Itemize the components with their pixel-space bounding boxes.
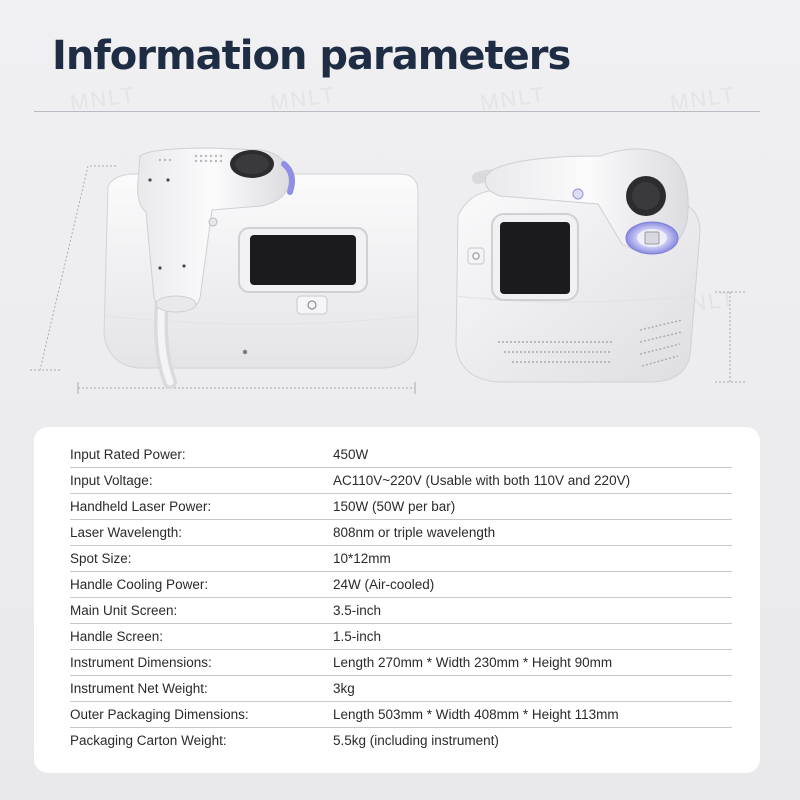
spec-value: AC110V~220V (Usable with both 110V and 2…	[333, 473, 631, 488]
spec-row: Main Unit Screen: 3.5-inch	[70, 598, 732, 624]
spec-row: Handheld Laser Power: 150W (50W per bar)	[70, 494, 732, 520]
spec-row: Handle Cooling Power: 24W (Air-cooled)	[70, 572, 732, 598]
spec-row: Laser Wavelength: 808nm or triple wavele…	[70, 520, 732, 546]
dimension-lines-left	[30, 165, 415, 389]
spec-table: Input Rated Power: 450W Input Voltage: A…	[70, 442, 732, 753]
spec-row: Outer Packaging Dimensions: Length 503mm…	[70, 702, 732, 728]
spec-row: Packaging Carton Weight: 5.5kg (includin…	[70, 728, 732, 753]
spec-label: Input Voltage:	[70, 473, 153, 488]
spec-value: 10*12mm	[333, 551, 391, 566]
spec-label: Input Rated Power:	[70, 447, 186, 462]
spec-value: 1.5-inch	[333, 629, 382, 644]
spec-label: Handle Cooling Power:	[70, 577, 209, 592]
spec-row: Input Rated Power: 450W	[70, 442, 732, 468]
spec-value: 5.5kg (including instrument)	[333, 733, 499, 748]
spec-label: Handheld Laser Power:	[70, 499, 212, 514]
product-photos	[0, 120, 800, 410]
spec-value: 808nm or triple wavelength	[333, 525, 496, 540]
spec-value: 3.5-inch	[333, 603, 382, 618]
spec-label: Spot Size:	[70, 551, 132, 566]
dimension-lines-right	[715, 291, 745, 383]
spec-label: Main Unit Screen:	[70, 603, 178, 618]
spec-label: Laser Wavelength:	[70, 525, 183, 540]
spec-value: Length 270mm * Width 230mm * Height 90mm	[333, 655, 613, 670]
title-divider	[34, 111, 760, 112]
spec-label: Instrument Dimensions:	[70, 655, 212, 670]
spec-label: Handle Screen:	[70, 629, 164, 644]
spec-value: 24W (Air-cooled)	[333, 577, 435, 592]
page-title: Information parameters	[52, 33, 571, 79]
spec-row: Instrument Dimensions: Length 270mm * Wi…	[70, 650, 732, 676]
laser-handpiece-left	[137, 147, 295, 313]
spec-value: 150W (50W per bar)	[333, 499, 456, 514]
spec-value: 3kg	[333, 681, 355, 696]
spec-row: Input Voltage: AC110V~220V (Usable with …	[70, 468, 732, 494]
laser-handpiece-right	[484, 148, 689, 255]
spec-label: Instrument Net Weight:	[70, 681, 208, 696]
spec-label: Packaging Carton Weight:	[70, 733, 227, 748]
spec-label: Outer Packaging Dimensions:	[70, 707, 249, 722]
spec-row: Handle Screen: 1.5-inch	[70, 624, 732, 650]
product-illustration	[30, 147, 745, 394]
spec-row: Instrument Net Weight: 3kg	[70, 676, 732, 702]
spec-panel: Input Rated Power: 450W Input Voltage: A…	[34, 427, 760, 773]
spec-value: Length 503mm * Width 408mm * Height 113m…	[333, 707, 619, 722]
spec-row: Spot Size: 10*12mm	[70, 546, 732, 572]
spec-value: 450W	[333, 447, 369, 462]
